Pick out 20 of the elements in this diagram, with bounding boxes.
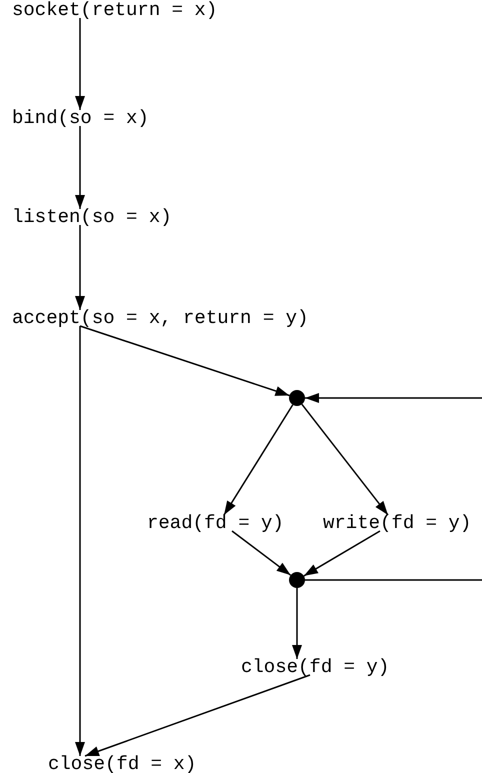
function-call: bind(so = x) [12, 110, 149, 126]
arrow [223, 404, 294, 516]
function-call: close(fd = x) [48, 756, 196, 772]
arrow [304, 530, 380, 577]
arrow [292, 588, 302, 659]
function-call: listen(so = x) [12, 209, 172, 225]
arrow [232, 530, 292, 576]
function-call: socket(return = x) [12, 2, 218, 18]
function-call: close(fd = y) [241, 659, 390, 675]
arrow [75, 18, 85, 110]
arrow [75, 126, 85, 209]
function-call: accept(so = x, return = y) [12, 310, 308, 326]
arrow [75, 326, 85, 756]
arrow [75, 225, 85, 310]
arrow [84, 674, 310, 757]
function-call: read(fd = y) [147, 515, 284, 531]
function-call: write(fd = y) [323, 515, 472, 531]
arrow [301, 404, 389, 516]
arrow [305, 393, 482, 403]
arrow [80, 325, 290, 396]
